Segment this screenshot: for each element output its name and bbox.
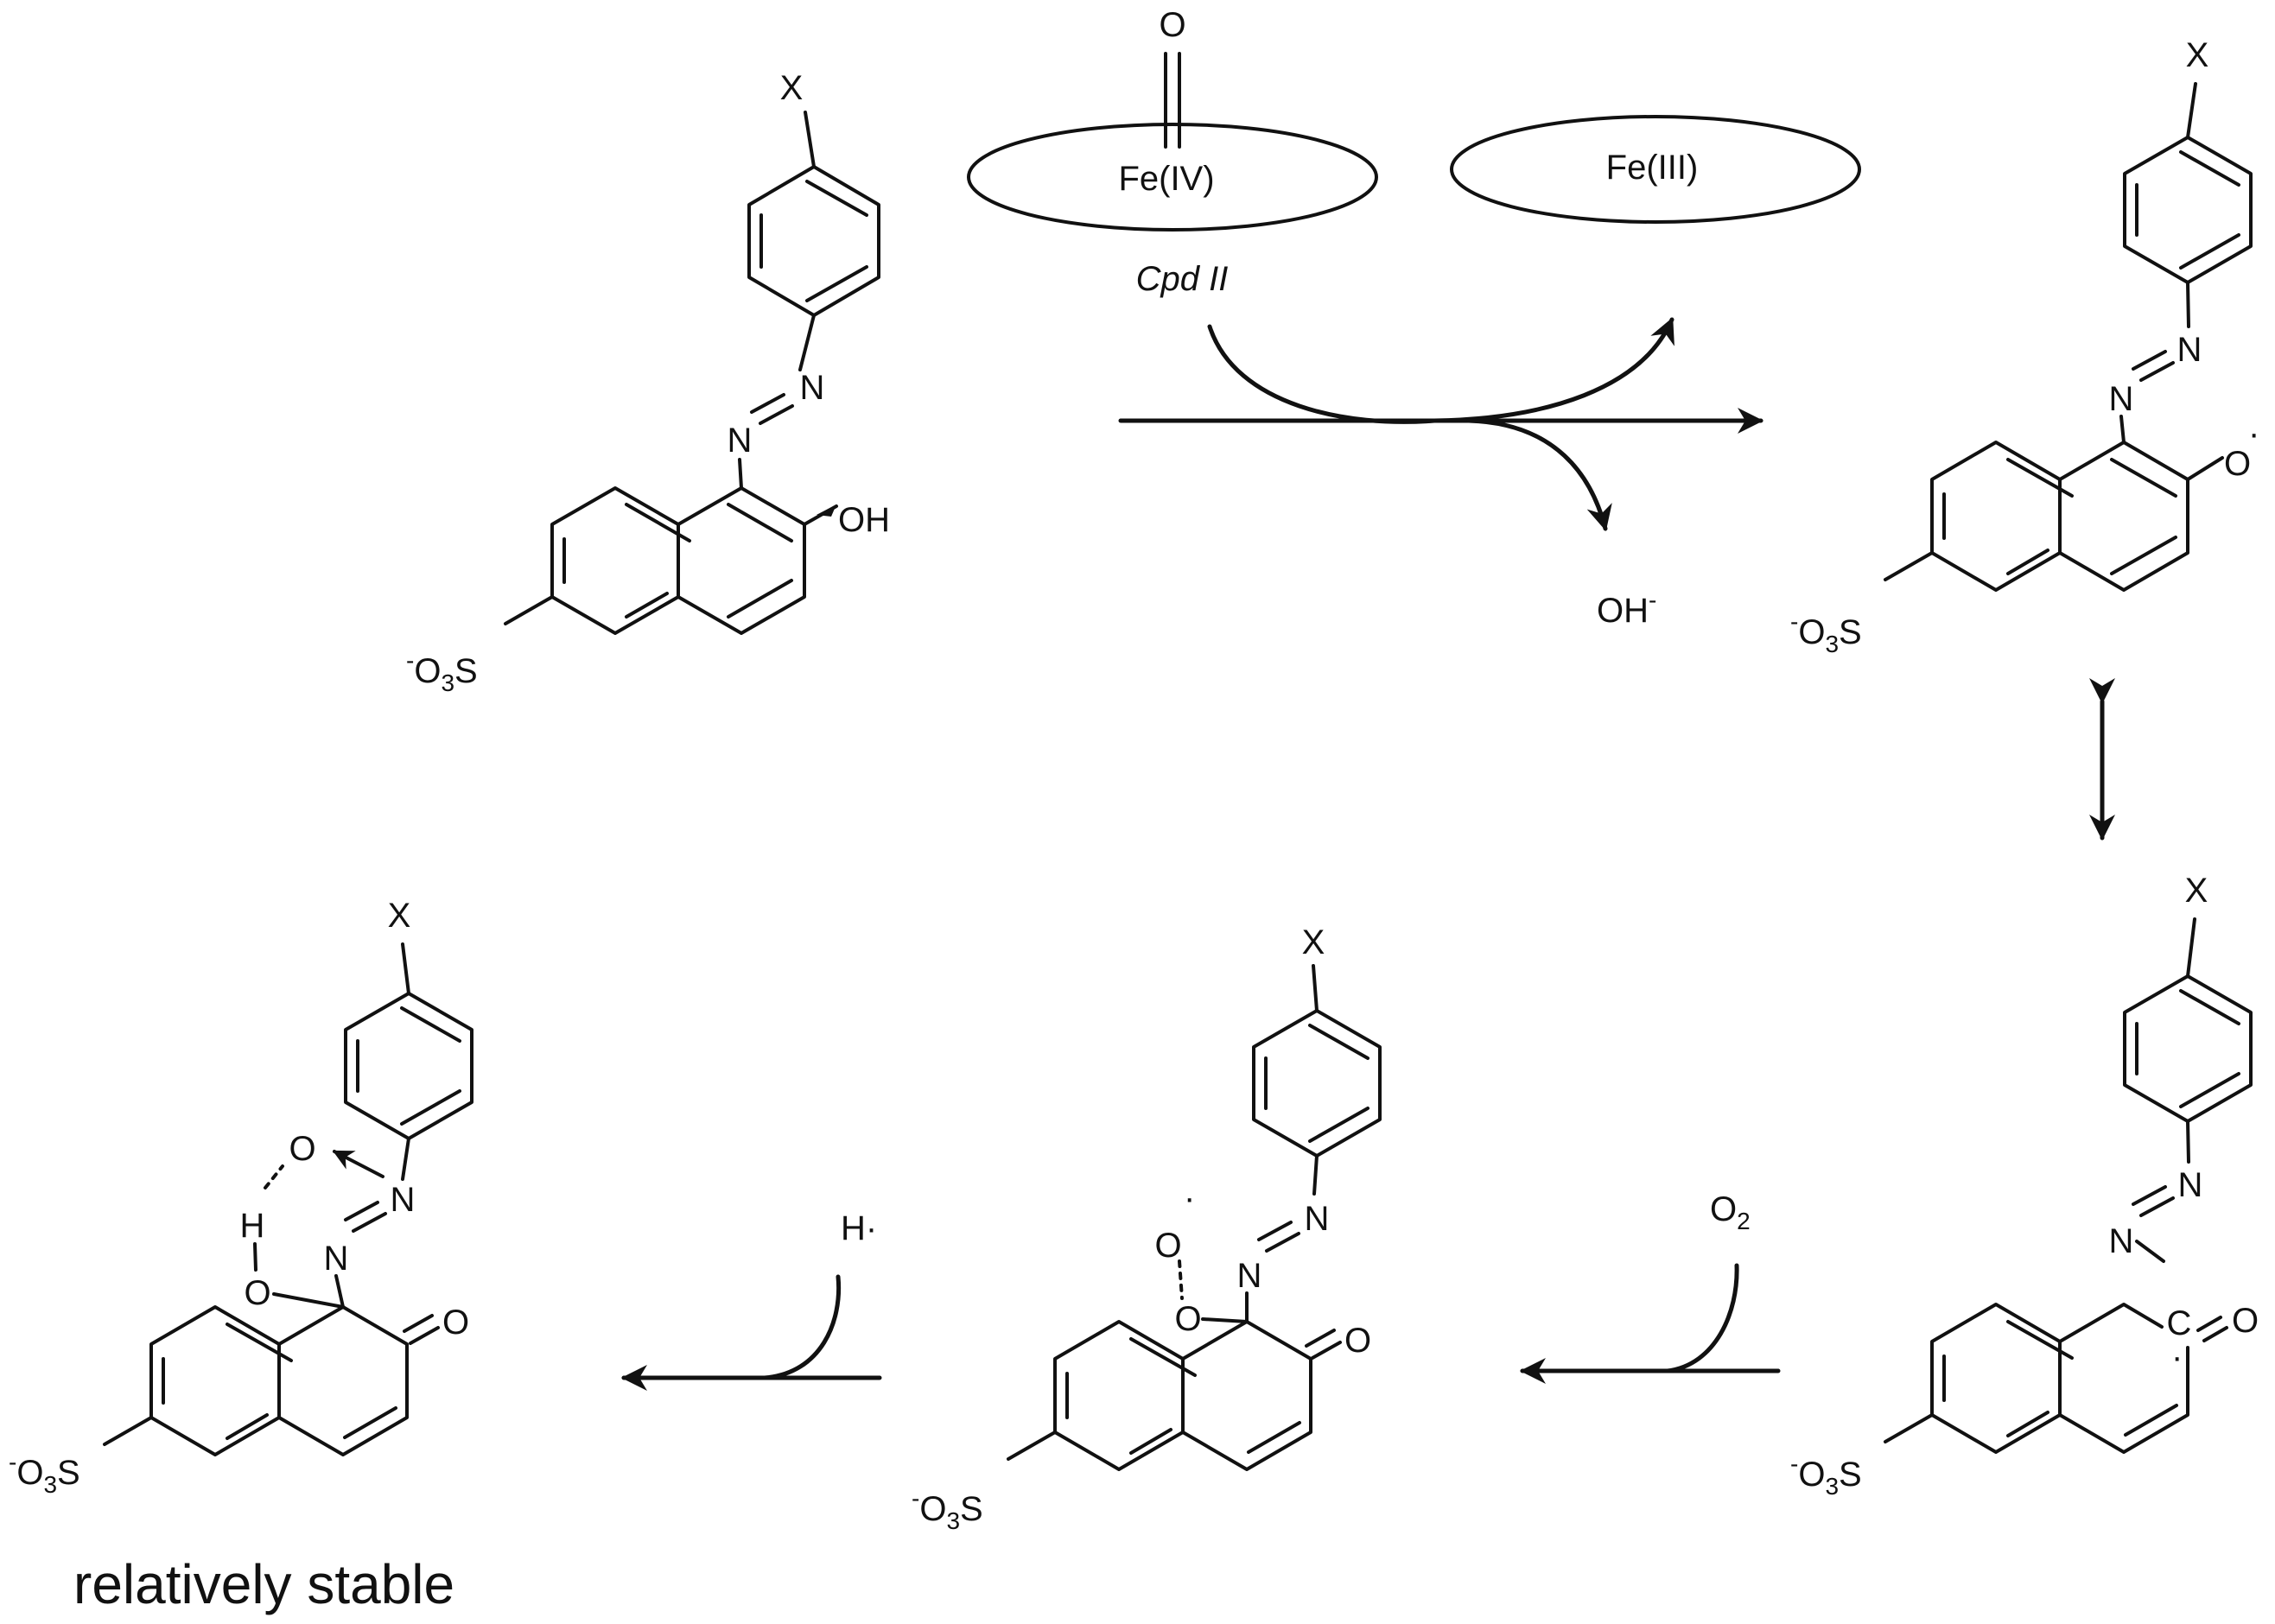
hydroxide-label: OH- [1597,587,1656,630]
naphthalene-core [1930,1303,2189,1454]
hydroperoxide-oxygen-1: O [244,1274,270,1312]
resting-state-heme [1450,115,1861,224]
compound-ii-name: Cpd II [1136,260,1229,298]
azo-nitrogen-2: N [2109,1222,2134,1260]
ketone-oxygen-label: O [2232,1302,2259,1340]
sulfonate-group: -O3S [406,647,478,696]
enzyme-oxidation-step: O Fe(IV) Cpd II Fe(III) OH- [967,6,1861,630]
enzyme-reduction-arrow [1207,317,1674,424]
resting-state-label: Fe(III) [1606,149,1699,187]
sulfonate-group: -O3S [1790,608,1862,657]
phenyl-ring [2123,974,2253,1123]
phenyl-ring [747,165,880,317]
compound-ii-label: Fe(IV) [1118,160,1214,198]
azo-nitrogen-1: N [2177,331,2202,369]
peroxyl-oxygen-2: O [1154,1227,1181,1265]
product-caption: relatively stable [73,1553,454,1615]
azo-nitrogen-2: N [324,1240,349,1278]
substituent-label: X [1302,923,1325,961]
compound-ii-heme [967,123,1378,232]
hydroperoxide-hydrogen: H [240,1207,265,1245]
substituent-label: X [2185,872,2208,910]
hydrogen-atom-label: H· [841,1209,877,1247]
azo-nitrogen-2: N [2109,380,2134,418]
hydrogen-bond-arrow [332,1150,384,1178]
azo-nitrogen-2: N [1237,1257,1262,1295]
sulfonate-group: -O3S [1790,1450,1862,1500]
hydroxyl-label: OH [838,501,890,539]
radical-carbon-label: C [2167,1304,2192,1342]
hydroperoxide-product-molecule: X N N O O H O -O3S relatively stable [9,897,473,1615]
substituent-label: X [2186,36,2209,74]
peroxyl-radical-molecule: X N N O O O · -O3S [912,923,1382,1534]
dioxygen-label: O2 [1710,1190,1751,1234]
naphthalene-core [149,1305,409,1456]
radical-dot: · [1184,1179,1195,1217]
azo-nitrogen-2: N [728,422,753,460]
radical-dot: · [2171,1338,2183,1376]
azo-nitrogen-1: N [391,1181,416,1219]
azo-nitrogen-1: N [1305,1200,1330,1238]
hydroperoxide-oxygen-2: O [289,1130,315,1168]
carbon-radical-molecule: X N N C · O -O3S [1790,872,2259,1500]
substituent-label: X [780,69,804,107]
ferryl-oxygen: O [1159,6,1185,44]
oxygen-radical-label: O [2224,445,2251,483]
phenoxy-radical-molecule: X N N O · -O3S [1790,36,2259,657]
ketone-oxygen-label: O [1344,1322,1371,1360]
naphthalene-core [1930,441,2189,592]
azo-nitrogen-1: N [2178,1166,2203,1204]
azo-nitrogen-1: N [800,369,825,407]
sulfonate-group: -O3S [9,1449,80,1498]
oxygen-addition-step: O2 [1520,1190,1781,1384]
ketone-oxygen-label: O [442,1304,469,1342]
hydroxide-release-arrow [1466,418,1612,531]
hydrogen-addition-step: H· [621,1209,882,1391]
substrate-molecule: X N N OH -O3S [406,69,890,696]
naphthalene-core [1053,1320,1312,1471]
naphthalene-core [550,486,806,635]
substituent-label: X [388,897,411,935]
sulfonate-group: -O3S [912,1485,983,1534]
phenyl-ring [1252,1009,1382,1158]
phenyl-ring [2123,136,2253,284]
radical-dot: · [2248,415,2259,453]
phenyl-ring [344,992,473,1140]
peroxyl-oxygen-1: O [1174,1300,1201,1338]
